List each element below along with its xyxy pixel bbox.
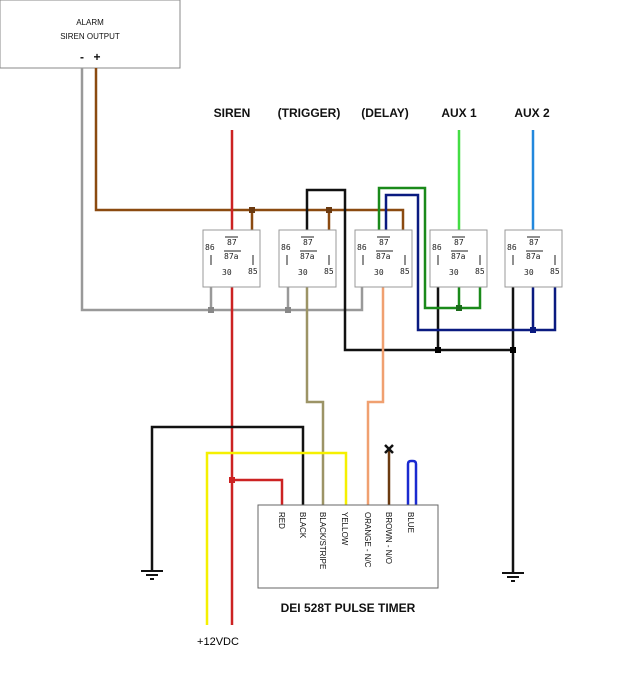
pin-85: 85: [248, 267, 258, 276]
pin-30: 30: [524, 268, 534, 277]
timer-title: DEI 528T PULSE TIMER: [281, 601, 416, 615]
black-wire: [305, 188, 513, 352]
no-connect-x-icon: [384, 444, 394, 454]
pin-87a: 87a: [526, 252, 541, 261]
wire-label: BLUE: [406, 512, 415, 533]
label-trigger: (TRIGGER): [278, 106, 341, 120]
alarm-sublabel: SIREN OUTPUT: [60, 32, 120, 41]
relay-4: 86 87 87a 30 85: [429, 229, 488, 288]
pin-30: 30: [374, 268, 384, 277]
label-aux1: AUX 1: [441, 106, 477, 120]
minus-label: -: [80, 50, 84, 64]
pin-86: 86: [507, 243, 517, 252]
power-label: +12VDC: [197, 636, 239, 648]
brown-wire: [94, 68, 405, 248]
relay-labels: SIREN (TRIGGER) (DELAY) AUX 1 AUX 2: [214, 106, 550, 120]
pin-86: 86: [205, 243, 215, 252]
pin-86: 86: [281, 243, 291, 252]
wire-label: YELLOW: [340, 512, 349, 546]
pin-30: 30: [449, 268, 459, 277]
black-ground-wire: [150, 425, 305, 570]
pin-87: 87: [379, 238, 389, 247]
wire-label: BLACK: [298, 512, 307, 539]
pin-87a: 87a: [451, 252, 466, 261]
plus-label: +: [93, 50, 100, 64]
pin-85: 85: [475, 267, 485, 276]
red-wire: [232, 478, 284, 505]
orange-wire: [366, 285, 385, 505]
pin-30: 30: [222, 268, 232, 277]
pin-86: 86: [432, 243, 442, 252]
relay-2: 86 87 87a 30 85: [278, 229, 337, 288]
relay-5: 86 87 87a 30 85: [504, 229, 563, 288]
blue-loop-wire: [406, 459, 418, 505]
pin-85: 85: [324, 267, 334, 276]
navy-wire: [384, 193, 557, 332]
relay-box: [278, 229, 337, 288]
pin-87a: 87a: [224, 252, 239, 261]
pin-87a: 87a: [300, 252, 315, 261]
wire-label: BLACK/STRIPE: [318, 512, 327, 569]
ground-icon: [141, 570, 163, 580]
relay-box: [429, 229, 488, 288]
yellow-wire: [205, 451, 348, 625]
black-stripe-wire: [305, 285, 325, 505]
pin-87: 87: [303, 238, 313, 247]
relay-box: [202, 229, 261, 288]
ground-icon: [502, 572, 524, 582]
alarm-label: ALARM: [76, 18, 104, 27]
junctions: [208, 207, 536, 483]
wire-label: BROWN - N/O: [384, 512, 393, 564]
pulse-timer-box: [257, 504, 439, 589]
pin-86: 86: [357, 243, 367, 252]
label-siren: SIREN: [214, 106, 251, 120]
timer-wire-labels: RED BLACK BLACK/STRIPE YELLOW ORANGE - N…: [277, 512, 415, 569]
gray-wire: [80, 68, 364, 312]
relay-1: 86 87 87a 30 85: [202, 229, 261, 288]
pin-30: 30: [298, 268, 308, 277]
green-wire: [377, 186, 482, 310]
pin-87: 87: [529, 238, 539, 247]
label-aux2: AUX 2: [514, 106, 550, 120]
relay-3: 86 87 87a 30 85: [354, 229, 413, 288]
pin-87a: 87a: [376, 252, 391, 261]
wire-label: ORANGE - N/C: [363, 512, 372, 568]
wire-label: RED: [277, 512, 286, 529]
relay-box: [354, 229, 413, 288]
pin-87: 87: [227, 238, 237, 247]
label-delay: (DELAY): [361, 106, 409, 120]
pin-85: 85: [550, 267, 560, 276]
pin-87: 87: [454, 238, 464, 247]
relay-box: [504, 229, 563, 288]
pin-85: 85: [400, 267, 410, 276]
alarm-box: [0, 0, 181, 69]
